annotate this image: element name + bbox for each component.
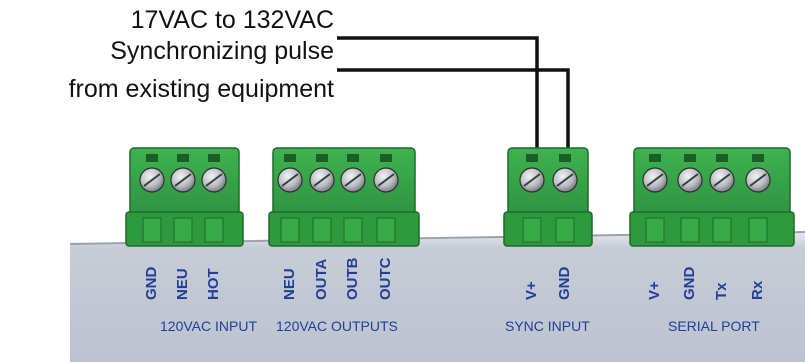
header-pin-rib xyxy=(343,217,363,243)
wire-slot xyxy=(146,154,158,162)
pin-label: V+ xyxy=(523,281,540,300)
screw-slot xyxy=(749,173,767,187)
pin-label: GND xyxy=(556,266,573,300)
header-pin-rib xyxy=(645,217,665,243)
header-pin-rib xyxy=(280,217,300,243)
pin-label: NEU xyxy=(281,268,298,300)
screw-slot xyxy=(556,173,574,187)
header-pin-rib xyxy=(522,217,542,243)
header-pin-rib xyxy=(312,217,332,243)
wire-slot xyxy=(526,154,538,162)
header-pin-rib xyxy=(748,217,768,243)
screw-slot xyxy=(143,173,161,187)
screw-slot xyxy=(281,173,299,187)
terminal-block xyxy=(268,147,420,247)
wire-slot xyxy=(380,154,392,162)
wire-slot xyxy=(716,154,728,162)
screw-slot xyxy=(377,173,395,187)
terminal-blocks xyxy=(125,147,795,247)
wire-slot xyxy=(559,154,571,162)
pin-label: OUTC xyxy=(377,257,394,301)
group-label: SYNC INPUT xyxy=(505,318,590,334)
pin-label: HOT xyxy=(205,268,222,300)
group-label: 120VAC OUTPUTS xyxy=(276,318,398,334)
pin-label: OUTA xyxy=(313,258,330,300)
terminal-block xyxy=(629,147,795,247)
wire-positive xyxy=(337,36,539,152)
screw-slot xyxy=(523,173,541,187)
screw-slot xyxy=(713,173,731,187)
pin-label: GND xyxy=(681,266,698,300)
screw-slot xyxy=(174,173,192,187)
enclosure-body xyxy=(70,232,805,362)
screw-slot xyxy=(646,173,664,187)
pin-label: Tx xyxy=(713,282,730,300)
header-pin-rib xyxy=(712,217,732,243)
screw-slot xyxy=(313,173,331,187)
wire-slot xyxy=(316,154,328,162)
pin-label: NEU xyxy=(174,268,191,300)
wire-slot xyxy=(208,154,220,162)
header-pin-rib xyxy=(376,217,396,243)
terminal-block xyxy=(125,147,244,247)
wire-ground xyxy=(337,68,570,150)
callout-line-3: from existing equipment xyxy=(68,75,334,103)
pin-label: OUTB xyxy=(344,257,361,301)
wire-slot xyxy=(284,154,296,162)
callout-line-2: Synchronizing pulse xyxy=(110,37,334,65)
group-label: 120VAC INPUT xyxy=(160,318,257,334)
wire-slot xyxy=(684,154,696,162)
wire-slot xyxy=(752,154,764,162)
screw-slot xyxy=(681,173,699,187)
header-pin-rib xyxy=(173,217,193,243)
screw-slot xyxy=(344,173,362,187)
pin-label: V+ xyxy=(646,281,663,300)
header-pin-rib xyxy=(680,217,700,243)
wire-slot xyxy=(177,154,189,162)
pin-label: GND xyxy=(143,266,160,300)
wire-slot xyxy=(649,154,661,162)
group-label: SERIAL PORT xyxy=(668,318,760,334)
callout-line-1: 17VAC to 132VAC xyxy=(130,6,334,34)
terminal-block xyxy=(503,147,593,247)
pin-label: Rx xyxy=(749,280,766,300)
screw-slot xyxy=(205,173,223,187)
wire-slot xyxy=(347,154,359,162)
header-pin-rib xyxy=(142,217,162,243)
header-pin-rib xyxy=(555,217,575,243)
header-pin-rib xyxy=(204,217,224,243)
terminal-header xyxy=(503,211,593,247)
